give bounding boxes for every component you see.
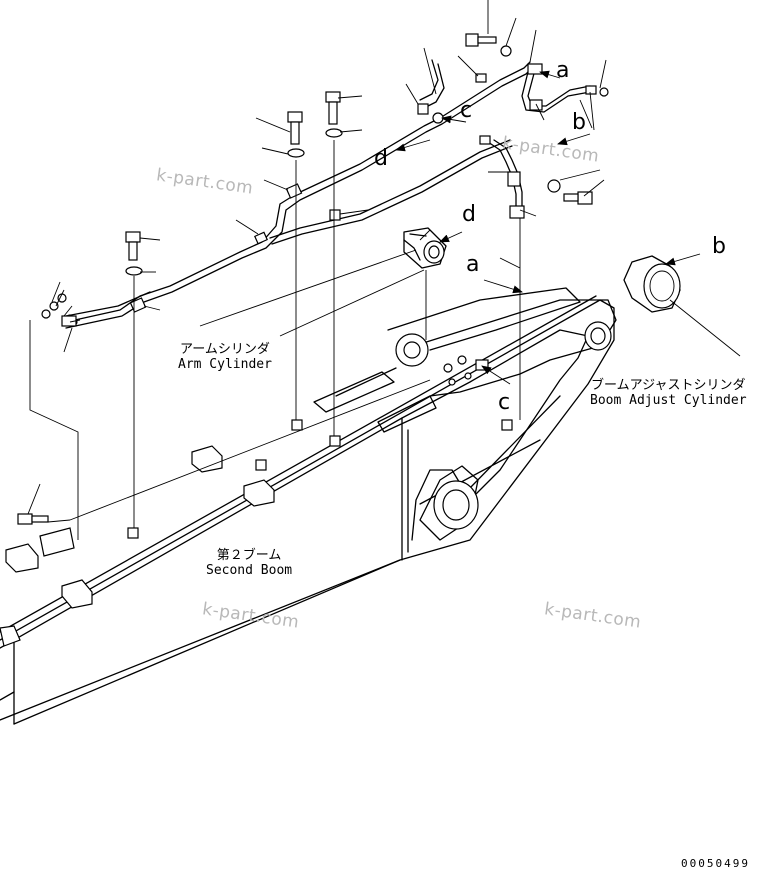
- arm-cylinder-label: アームシリンダ Arm Cylinder: [178, 342, 272, 372]
- ref-letter-c-top: c: [460, 98, 473, 123]
- bolt-6: [17, 513, 49, 525]
- boom-brackets: [0, 359, 513, 647]
- second-boom: [0, 295, 615, 725]
- second-boom-label-jp: 第２ブーム: [216, 548, 282, 563]
- bolts: [17, 33, 593, 525]
- bolt-2: [325, 91, 343, 138]
- ref-letter-c-low: c: [498, 390, 511, 415]
- arm-cylinder-label-jp: アームシリンダ: [180, 342, 270, 357]
- ref-letter-a-mid: a: [466, 252, 480, 277]
- ref-letter-a-top: a: [556, 58, 570, 83]
- reference-arrows: [395, 70, 701, 385]
- ref-letter-d-top: d: [374, 146, 388, 171]
- bolt-5: [547, 179, 593, 205]
- drawing-code: 00050499: [681, 857, 750, 870]
- assembly-lines: [27, 0, 741, 540]
- bolt-1: [287, 111, 305, 158]
- ref-letter-b-right: b: [712, 234, 726, 259]
- boom-adjust-cylinder: [623, 255, 681, 313]
- boom-adjust-cylinder-label-en: Boom Adjust Cylinder: [590, 393, 747, 408]
- bolt-4: [465, 33, 512, 57]
- boom-adjust-cylinder-label-jp: ブームアジャストシリンダ: [591, 378, 746, 393]
- second-boom-label: 第２ブーム Second Boom: [206, 548, 292, 578]
- boom-foot-boss: [433, 480, 479, 530]
- boom-bracket: [387, 287, 617, 397]
- second-boom-label-en: Second Boom: [206, 563, 293, 578]
- arm-cylinder-label-en: Arm Cylinder: [178, 357, 272, 372]
- ref-letter-b-top: b: [572, 110, 586, 135]
- boom-adjust-cylinder-label: ブームアジャストシリンダ Boom Adjust Cylinder: [590, 378, 747, 408]
- fittings: [41, 63, 609, 327]
- bolt-3: [125, 231, 143, 276]
- arm-cylinder: [403, 227, 447, 269]
- ref-letter-d-mid: d: [462, 202, 476, 227]
